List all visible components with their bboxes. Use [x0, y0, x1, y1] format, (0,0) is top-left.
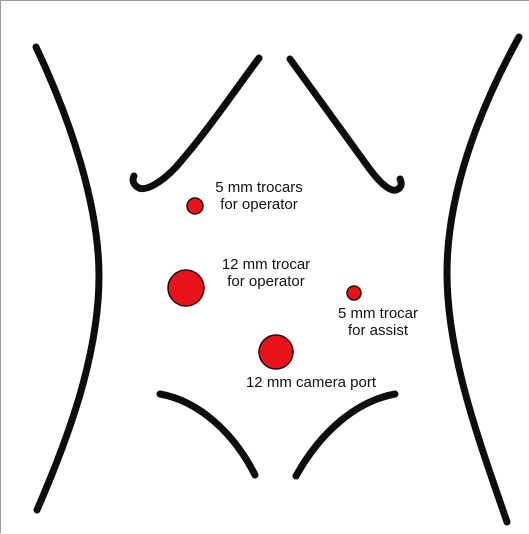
- label-12mm-operator: 12 mm trocar for operator: [206, 256, 326, 290]
- port-12mm-camera: [259, 335, 293, 369]
- port-5mm-assist: [347, 286, 361, 300]
- left-inguinal-line: [160, 394, 255, 475]
- label-line: 12 mm trocar: [206, 256, 326, 273]
- label-5mm-operator: 5 mm trocars for operator: [201, 179, 317, 213]
- label-12mm-camera: 12 mm camera port: [231, 374, 391, 391]
- label-line: for operator: [201, 196, 317, 213]
- label-line: 12 mm camera port: [231, 374, 391, 391]
- label-5mm-assist: 5 mm trocar for assist: [323, 305, 433, 339]
- right-costal-margin: [290, 59, 401, 190]
- label-line: for assist: [323, 322, 433, 339]
- left-flank: [36, 47, 99, 510]
- left-costal-margin: [133, 58, 259, 189]
- port-12mm-operator: [168, 270, 204, 306]
- right-inguinal-line: [296, 394, 395, 476]
- label-line: 5 mm trocars: [201, 179, 317, 196]
- label-line: for operator: [206, 273, 326, 290]
- label-line: 5 mm trocar: [323, 305, 433, 322]
- right-flank: [447, 37, 519, 522]
